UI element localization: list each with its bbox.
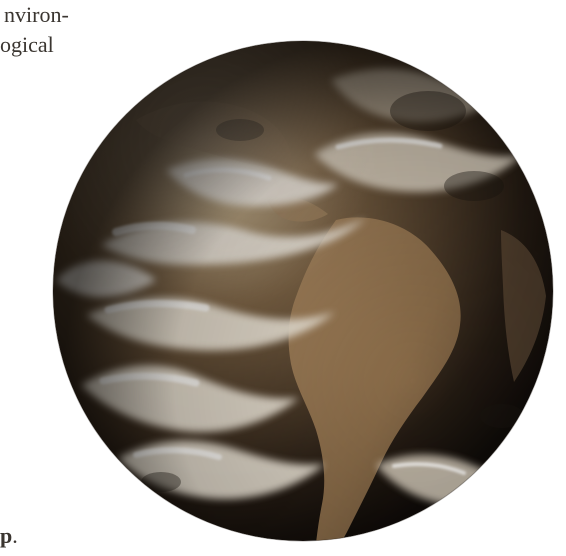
earth-image <box>46 10 560 556</box>
partial-text-line-1: nviron- <box>4 2 69 27</box>
globe-shadow <box>53 41 553 541</box>
partial-text-bottom: p. <box>0 525 18 547</box>
partial-text-bottom-bold: p <box>0 523 13 548</box>
partial-text-line-2: ogical <box>0 32 54 57</box>
earth-globe-svg <box>52 40 554 542</box>
partial-text-bottom-period: . <box>12 523 18 548</box>
globe-outline <box>52 40 554 542</box>
